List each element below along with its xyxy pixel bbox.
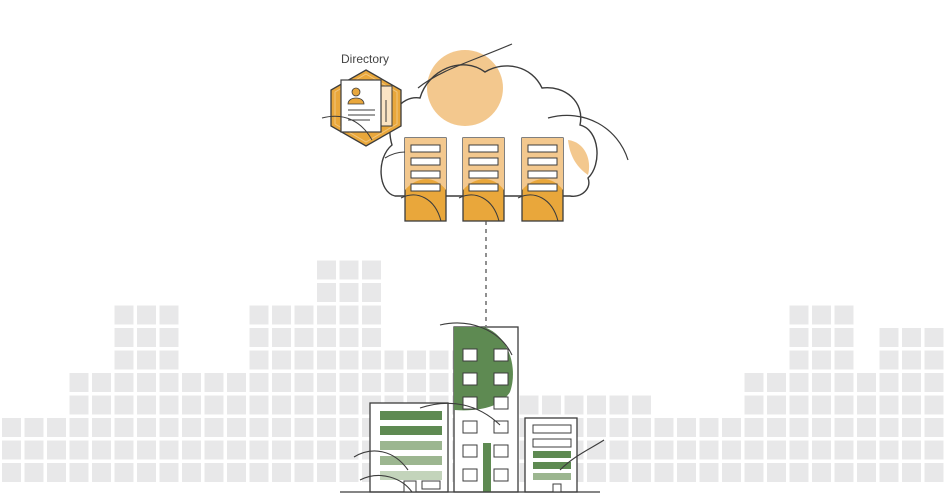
- cloud-icon: [380, 43, 629, 197]
- address-card-icon: [321, 69, 402, 147]
- server-rack-icon: [400, 137, 564, 222]
- server-1: [400, 137, 447, 222]
- building-right: [524, 417, 605, 493]
- building-left: [353, 402, 449, 493]
- server-2: [458, 137, 505, 222]
- directory-label: Directory: [341, 52, 389, 66]
- server-3: [517, 137, 564, 222]
- office-building-icon: [340, 322, 605, 493]
- building-middle: [419, 322, 519, 493]
